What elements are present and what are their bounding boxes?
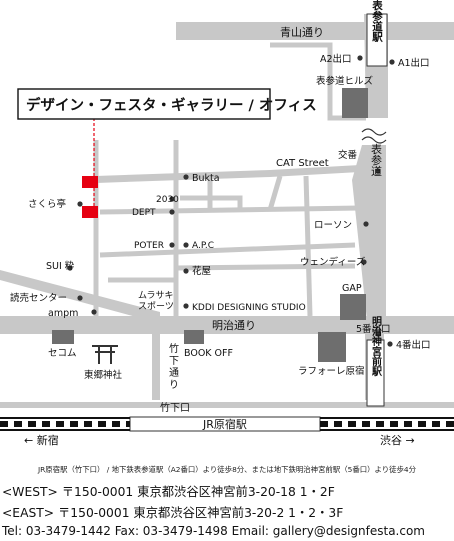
sui-label: SUI 粋 xyxy=(46,260,75,272)
omotesando-station-box xyxy=(366,13,388,67)
murasaki-label-line1: ムラサキ xyxy=(138,290,174,301)
dept-label: DEPT xyxy=(132,208,156,218)
landmark-dots xyxy=(67,55,395,347)
exit5-label: 5番出口 xyxy=(356,323,391,335)
omotesando-station-label: 表参道駅 xyxy=(371,0,383,43)
bookoff-label: BOOK OFF xyxy=(184,348,233,359)
access-map: デザイン・フェスタ・ギャラリー / オフィス 青山通り 表参道駅 表参道 CAT… xyxy=(0,0,454,447)
meiji-jingumae-station-label: 明治神宮前駅 xyxy=(370,316,383,377)
bookoff-building xyxy=(184,330,204,344)
kddi-label: KDDI DESIGNING STUDIO xyxy=(192,303,306,313)
svg-text:り: り xyxy=(169,379,179,391)
diagonal-road-left xyxy=(0,270,160,318)
svg-text:下: 下 xyxy=(169,356,179,367)
takeshita-dori xyxy=(152,334,160,400)
east-address: <EAST> 〒150-0001 東京都渋谷区神宮前3-20-2 1・2・3F xyxy=(2,506,344,520)
murasaki-label-line2: スポーツ xyxy=(138,301,174,312)
takeshita-exit-label: 竹下口 xyxy=(160,401,190,414)
jr-railway-line xyxy=(0,417,454,431)
harajuku-station-label: JR原宿駅 xyxy=(202,417,247,431)
wendys-label: ウェンディーズ xyxy=(300,256,366,268)
laforet-label: ラフォーレ原宿 xyxy=(298,365,365,377)
shrine-icon xyxy=(92,345,118,364)
omotesando-hills-label: 表参道ヒルズ xyxy=(316,75,374,87)
n2030-label: 2030 xyxy=(156,195,179,205)
west-address: <WEST> 〒150-0001 東京都渋谷区神宮前3-20-18 1・2F xyxy=(2,485,335,499)
omotesando-avenue-lower xyxy=(352,145,386,330)
map-break-mark xyxy=(361,128,387,144)
secom-building xyxy=(52,330,74,344)
meiji-dori xyxy=(0,316,454,334)
laforet-building xyxy=(318,332,346,362)
contact-info: Tel: 03-3479-1442 Fax: 03-3479-1498 Emai… xyxy=(2,524,425,538)
exit-a1-label: A1出口 xyxy=(398,57,430,69)
station-road xyxy=(0,402,454,408)
aoyama-dori-label: 青山通り xyxy=(280,26,324,39)
poter-label: POTER xyxy=(134,241,164,251)
access-note: JR原宿駅（竹下口） / 地下鉄表参道駅（A2番口）より徒歩8分、または地下鉄明… xyxy=(37,465,417,474)
secom-label: セコム xyxy=(48,348,77,359)
cat-street-band xyxy=(96,165,360,183)
sakuratei-label: さくら亭 xyxy=(28,198,66,210)
gap-label: GAP xyxy=(342,283,362,294)
shinjuku-direction: ← 新宿 xyxy=(24,433,59,447)
gallery-west-marker xyxy=(82,176,98,188)
omotesando-road-label: 表参道 xyxy=(370,142,383,176)
apc-label: A.P.C xyxy=(192,241,214,251)
cat-street-label: CAT Street xyxy=(276,158,329,169)
gallery-title: デザイン・フェスタ・ギャラリー / オフィス xyxy=(26,96,317,114)
gallery-east-marker xyxy=(82,206,98,218)
takeshita-dori-label: 竹 下 通 り xyxy=(169,342,179,391)
lawson-label: ローソン xyxy=(314,220,352,231)
omotesando-hills-building xyxy=(342,88,368,118)
koban-label: 交番 xyxy=(338,149,358,161)
ampm-label: ampm xyxy=(48,308,78,319)
gap-building xyxy=(340,294,366,320)
meiji-jingumae-station-box xyxy=(366,339,385,407)
gallery-title-box xyxy=(17,88,271,120)
togo-shrine-label: 東郷神社 xyxy=(84,369,123,381)
bukta-label: Bukta xyxy=(192,173,220,184)
meiji-dori-label: 明治通り xyxy=(212,318,256,332)
yomiuri-label: 読売センター xyxy=(10,292,67,304)
svg-text:竹: 竹 xyxy=(169,342,179,355)
hanaya-label: 花屋 xyxy=(192,265,211,277)
exit-a2-label: A2出口 xyxy=(320,53,352,65)
shibuya-direction: 渋谷 → xyxy=(380,434,415,447)
small-streets xyxy=(93,42,366,320)
exit4-label: 4番出口 xyxy=(396,339,431,351)
svg-text:通: 通 xyxy=(169,367,179,379)
